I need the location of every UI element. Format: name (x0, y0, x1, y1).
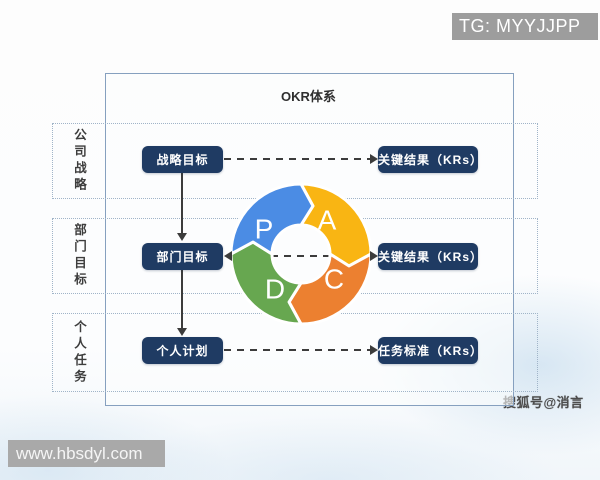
node-key-results-2: 关键结果（KRs） (378, 243, 482, 270)
diagram-title: OKR体系 (281, 89, 336, 104)
arrowhead-row2-left-icon (224, 251, 232, 261)
node-strategic-goal: 战略目标 (142, 146, 223, 173)
pdca-cycle-wheel: P A C D (226, 179, 376, 329)
pdca-wheel-icon: P A C D (229, 182, 373, 326)
sohu-account-watermark: 搜狐号@消言 (503, 395, 584, 410)
node-department-goal: 部门目标 (142, 243, 223, 270)
arrowhead-row3-right-icon (370, 345, 378, 355)
telegram-badge: TG: MYYJJPP (452, 13, 598, 40)
pdca-letter-d: D (265, 274, 285, 305)
pdca-segment-plan (229, 182, 315, 256)
arrowhead-down-1-icon (177, 233, 187, 241)
pdca-letter-a: A (318, 205, 337, 236)
connector-strategy-to-department (181, 173, 183, 234)
pdca-letter-c: C (324, 264, 344, 295)
node-personal-plan: 个人计划 (142, 337, 223, 364)
arrowhead-down-2-icon (177, 328, 187, 336)
website-watermark: www.hbsdyl.com (8, 440, 165, 467)
connector-department-to-personal (181, 270, 183, 329)
node-task-standard: 任务标准（KRs） (378, 337, 482, 364)
lane-label-company-strategy: 公司战略 (72, 128, 86, 194)
arrowhead-row2-right-icon (370, 251, 378, 261)
arrowhead-row1-right-icon (370, 154, 378, 164)
connector-row2-dashed (232, 255, 370, 257)
connector-row3-dashed (224, 349, 370, 351)
pdca-letter-p: P (255, 214, 274, 245)
lane-label-personal-tasks: 个人任务 (72, 319, 86, 386)
node-key-results-1: 关键结果（KRs） (378, 146, 482, 173)
lane-label-department-goals: 部门目标 (72, 223, 86, 289)
connector-row1-dashed (224, 158, 370, 160)
